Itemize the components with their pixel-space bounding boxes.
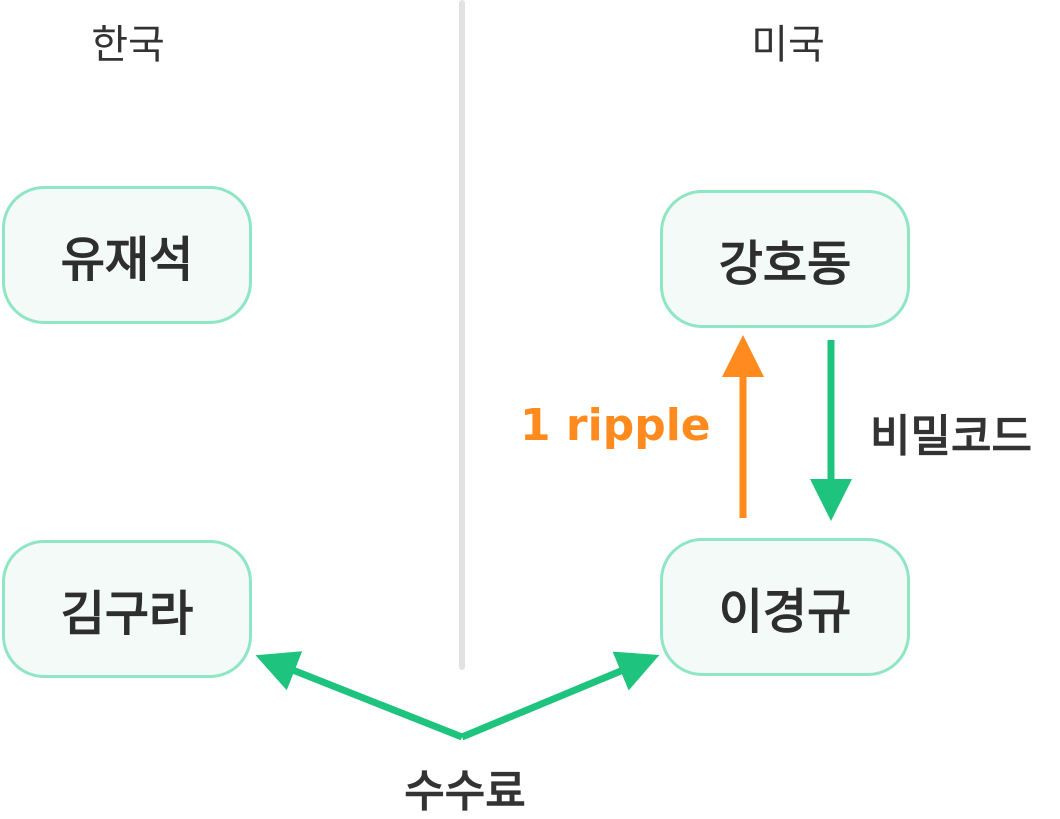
node-lee: 이경규: [660, 538, 910, 676]
region-label-usa: 미국: [751, 22, 825, 68]
region-divider: [459, 0, 465, 670]
edge-label-ripple: 1 ripple: [520, 400, 711, 451]
edge-label-password: 비밀코드: [870, 411, 1032, 462]
node-yoo: 유재석: [2, 186, 252, 324]
node-kang: 강호동: [660, 190, 910, 328]
arrow-fee-right: [460, 651, 660, 741]
region-label-korea: 한국: [91, 22, 165, 68]
node-kim: 김구라: [2, 540, 252, 678]
arrow-fee-left: [255, 651, 464, 741]
edge-label-fee: 수수료: [404, 766, 526, 817]
